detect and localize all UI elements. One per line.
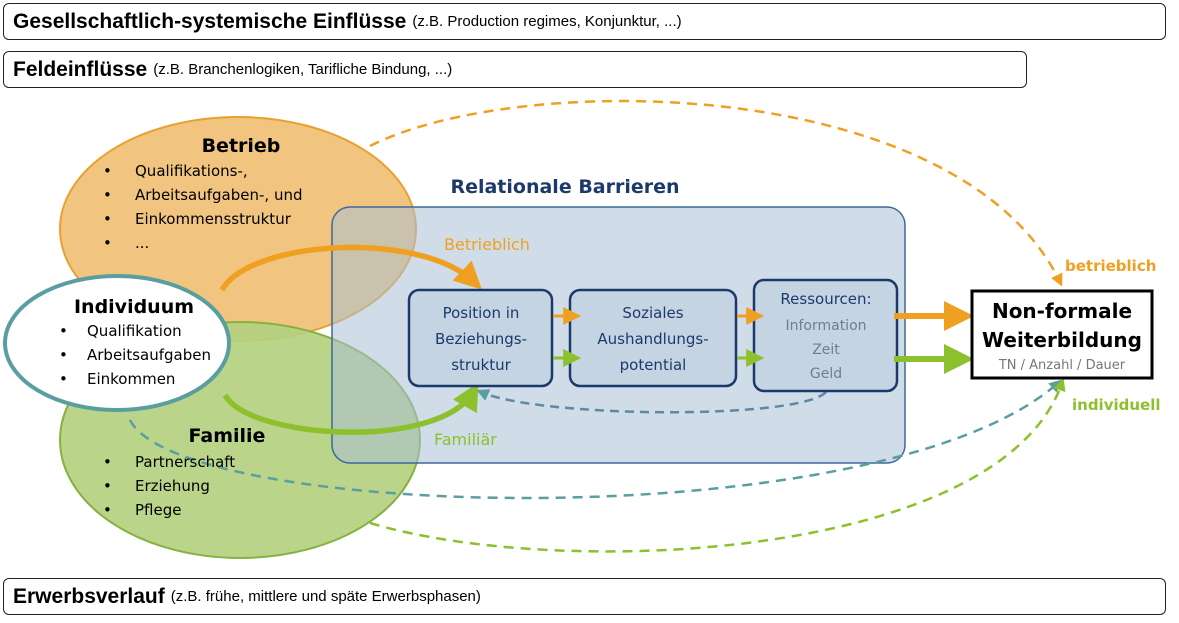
barriers-title: Relationale Barrieren <box>450 176 679 198</box>
svg-text:•: • <box>103 186 112 204</box>
betrieb-list: • Qualifikations-, • Arbeitsaufgaben-, u… <box>103 162 302 252</box>
svg-text:•: • <box>103 210 112 228</box>
individuum-item: Einkommen <box>87 370 175 388</box>
position-box <box>407 288 554 388</box>
band-societal-subtitle: (z.B. Production regimes, Konjunktur, ..… <box>412 13 682 30</box>
svg-text:•: • <box>103 501 112 519</box>
position-line: Position in <box>443 304 520 322</box>
familie-list: • Partnerschaft • Erziehung • Pflege <box>103 453 235 519</box>
individuum-list: • Qualifikation • Arbeitsaufgaben • Eink… <box>59 322 211 388</box>
betrieb-item: Arbeitsaufgaben-, und <box>135 186 302 204</box>
label-outcome-betrieblich: betrieblich <box>1065 257 1156 275</box>
betrieb-item: ... <box>135 234 149 252</box>
ressourcen-text: Ressourcen: Information Zeit Geld <box>780 290 871 382</box>
svg-text:•: • <box>59 322 68 340</box>
outcome-line2: Weiterbildung <box>982 328 1142 352</box>
ressourcen-title: Ressourcen: <box>780 290 871 308</box>
svg-text:•: • <box>103 234 112 252</box>
soziales-line: Soziales <box>622 304 683 322</box>
outcome-sub: TN / Anzahl / Dauer <box>998 358 1126 373</box>
svg-text:•: • <box>59 346 68 364</box>
svg-text:•: • <box>103 162 112 180</box>
band-field-subtitle: (z.B. Branchenlogiken, Tarifliche Bindun… <box>153 61 453 78</box>
ressourcen-box <box>752 278 899 393</box>
outcome-box <box>970 289 1154 380</box>
individuum-ellipse <box>3 274 231 412</box>
band-field-influences: Feldeinflüsse (z.B. Branchenlogiken, Tar… <box>3 51 1027 88</box>
outcome-line1: Non-formale <box>992 299 1132 323</box>
band-societal-title: Gesellschaftlich-systemische Einflüsse <box>13 9 407 33</box>
band-societal-influences: Gesellschaftlich-systemische Einflüsse (… <box>3 3 1166 40</box>
band-field-title: Feldeinflüsse <box>13 57 148 81</box>
familie-item: Partnerschaft <box>135 453 235 471</box>
position-line: Beziehungs- <box>435 330 527 348</box>
arrow-betrieblich <box>219 244 482 292</box>
betrieb-item: Einkommensstruktur <box>135 210 292 228</box>
band-career: Erwerbsverlauf (z.B. frühe, mittlere und… <box>3 578 1166 615</box>
band-career-title: Erwerbsverlauf <box>13 584 165 608</box>
arrow-familiar <box>222 382 479 435</box>
individuum-item: Qualifikation <box>87 322 182 340</box>
individuum-title: Individuum <box>74 296 194 318</box>
soziales-box <box>568 288 738 388</box>
svg-text:•: • <box>103 453 112 471</box>
position-text: Position in Beziehungs- struktur <box>435 304 527 374</box>
ressourcen-item: Geld <box>810 366 842 382</box>
betrieb-item: Qualifikations-, <box>135 162 248 180</box>
label-outcome-individuell: individuell <box>1072 396 1161 414</box>
individuum-item: Arbeitsaufgaben <box>87 346 211 364</box>
familie-item: Pflege <box>135 501 181 519</box>
label-betrieblich: Betrieblich <box>444 235 530 254</box>
betrieb-title: Betrieb <box>202 135 281 157</box>
familie-title: Familie <box>189 425 266 447</box>
svg-text:•: • <box>103 477 112 495</box>
ressourcen-item: Information <box>785 318 866 334</box>
ressourcen-item: Zeit <box>812 342 840 358</box>
familie-item: Erziehung <box>135 477 210 495</box>
band-career-subtitle: (z.B. frühe, mittlere und späte Erwerbsp… <box>170 588 481 605</box>
svg-text:•: • <box>59 370 68 388</box>
soziales-line: Aushandlungs- <box>597 330 708 348</box>
soziales-text: Soziales Aushandlungs- potential <box>597 304 708 374</box>
position-line: struktur <box>451 356 511 374</box>
dashed-arrow-familie-to-outcome <box>369 378 1066 553</box>
dashed-arrow-betrieb-to-outcome <box>369 99 1063 287</box>
soziales-line: potential <box>620 356 687 374</box>
label-familiar: Familiär <box>434 430 497 449</box>
dashed-arrow-individuum-to-outcome <box>128 379 1062 500</box>
